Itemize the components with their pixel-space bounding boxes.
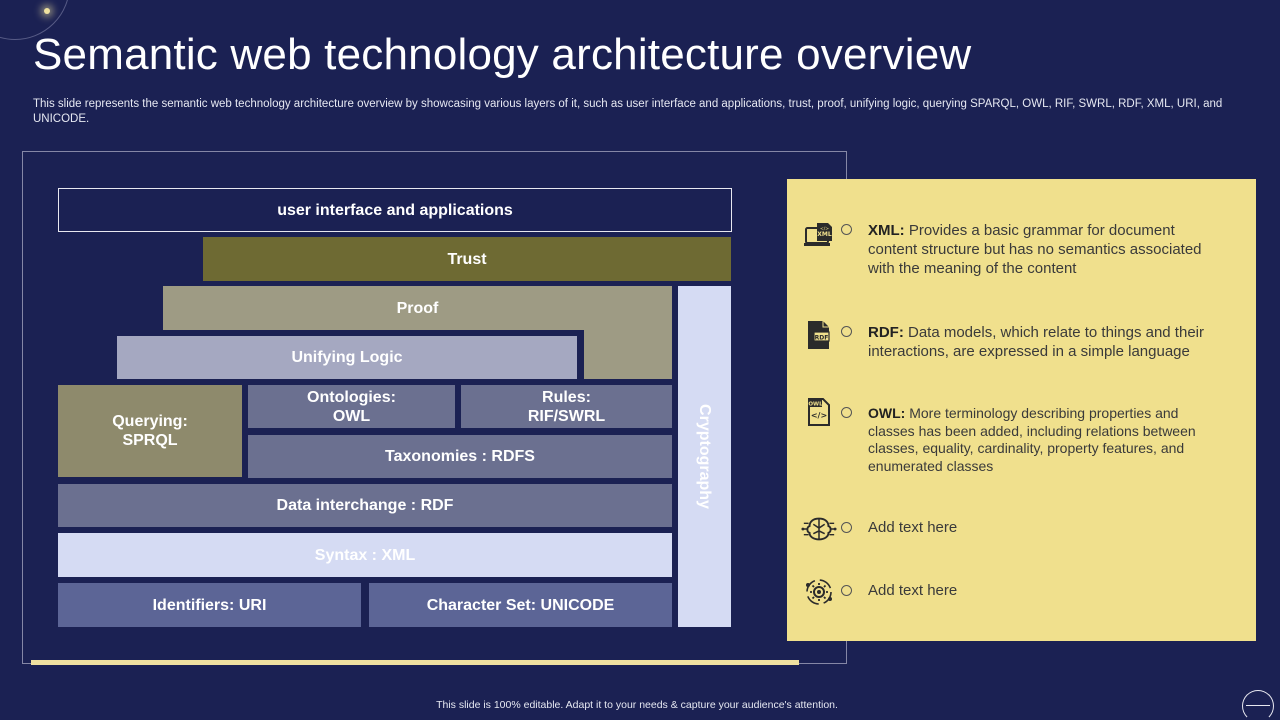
xml-file-icon: XML </> xyxy=(801,219,837,255)
accent-bar xyxy=(31,660,799,665)
svg-text:</>: </> xyxy=(811,411,827,420)
layer-ontologies[interactable]: Ontologies:OWL xyxy=(248,385,455,428)
corner-home-icon[interactable] xyxy=(1242,690,1274,720)
layer-trust-label: Trust xyxy=(447,250,487,268)
rules-line1: Rules: xyxy=(542,388,591,406)
layer-rules-label: Rules:RIF/SWRL xyxy=(528,388,605,426)
layer-ontologies-label: Ontologies:OWL xyxy=(307,388,396,426)
layer-querying[interactable]: Querying: SPRQL xyxy=(58,385,242,477)
info-bullet-dot xyxy=(841,224,852,235)
layer-data-interchange-label: Data interchange : RDF xyxy=(276,497,454,514)
info-term-owl: OWL: xyxy=(868,405,906,421)
svg-text:</>: </> xyxy=(820,226,829,232)
owl-file-icon: OWL </> xyxy=(801,394,837,430)
cycle-gear-icon xyxy=(801,574,837,610)
querying-line2: SPRQL xyxy=(122,432,178,449)
querying-line1: Querying: xyxy=(112,413,188,430)
layer-unifying-logic-label: Unifying Logic xyxy=(291,349,403,366)
info-bullet-dot xyxy=(841,326,852,337)
info-text-5: Add text here xyxy=(868,581,1228,600)
info-text-xml: XML: Provides a basic grammar for docume… xyxy=(868,221,1228,278)
layer-trust[interactable]: Trust xyxy=(203,237,731,281)
rdf-file-icon: RDF xyxy=(801,317,837,353)
layer-proof-label: Proof xyxy=(396,299,439,317)
layer-user-interface[interactable]: user interface and applications xyxy=(58,188,732,232)
info-desc-owl: More terminology describing properties a… xyxy=(868,405,1196,474)
page-subtitle: This slide represents the semantic web t… xyxy=(33,98,1223,125)
layer-syntax-label: Syntax : XML xyxy=(314,546,416,564)
info-text-owl: OWL: More terminology describing propert… xyxy=(868,405,1228,475)
info-desc-xml: Provides a basic grammar for document co… xyxy=(868,222,1202,277)
footer-note: This slide is 100% editable. Adapt it to… xyxy=(436,699,838,711)
layer-identifiers[interactable]: Identifiers: URI xyxy=(58,583,361,627)
ontologies-line1: Ontologies: xyxy=(307,388,396,406)
info-bullet-dot xyxy=(841,585,852,596)
info-bullet-dot xyxy=(841,522,852,533)
layer-data-interchange[interactable]: Data interchange : RDF xyxy=(58,484,672,527)
layer-identifiers-label: Identifiers: URI xyxy=(152,596,267,614)
page-title: Semantic web technology architecture ove… xyxy=(33,30,972,79)
layer-rules[interactable]: Rules:RIF/SWRL xyxy=(461,385,672,428)
info-text-4: Add text here xyxy=(868,518,1228,537)
layer-cryptography-label: Cryptography xyxy=(696,404,713,509)
rules-line2: RIF/SWRL xyxy=(527,407,606,425)
ontologies-line2: OWL xyxy=(332,407,371,425)
svg-text:RDF: RDF xyxy=(815,334,829,341)
layer-taxonomies[interactable]: Taxonomies : RDFS xyxy=(248,435,672,478)
layer-cryptography[interactable]: Cryptography xyxy=(678,286,731,627)
info-desc-5: Add text here xyxy=(868,582,958,599)
layer-proof[interactable]: Proof xyxy=(163,286,672,330)
layer-character-set[interactable]: Character Set: UNICODE xyxy=(369,583,672,627)
layer-proof-extension xyxy=(584,329,672,379)
layer-unifying-logic[interactable]: Unifying Logic xyxy=(117,336,577,379)
info-term-xml: XML: xyxy=(868,222,905,239)
layer-querying-label: Querying: SPRQL xyxy=(112,412,188,450)
info-term-rdf: RDF: xyxy=(868,324,904,341)
decorative-star xyxy=(44,8,50,14)
info-text-rdf: RDF: Data models, which relate to things… xyxy=(868,323,1228,361)
layer-user-interface-label: user interface and applications xyxy=(277,201,513,219)
layer-character-set-label: Character Set: UNICODE xyxy=(426,596,615,614)
svg-text:XML: XML xyxy=(817,231,832,238)
info-desc-rdf: Data models, which relate to things and … xyxy=(868,324,1204,360)
svg-text:OWL: OWL xyxy=(808,402,823,408)
info-desc-4: Add text here xyxy=(868,519,958,536)
layer-syntax[interactable]: Syntax : XML xyxy=(58,533,672,577)
info-bullet-dot xyxy=(841,407,852,418)
layer-taxonomies-label: Taxonomies : RDFS xyxy=(385,448,535,465)
brain-circuit-icon xyxy=(801,511,837,547)
info-panel: XML </> XML: Provides a basic grammar fo… xyxy=(787,179,1256,641)
